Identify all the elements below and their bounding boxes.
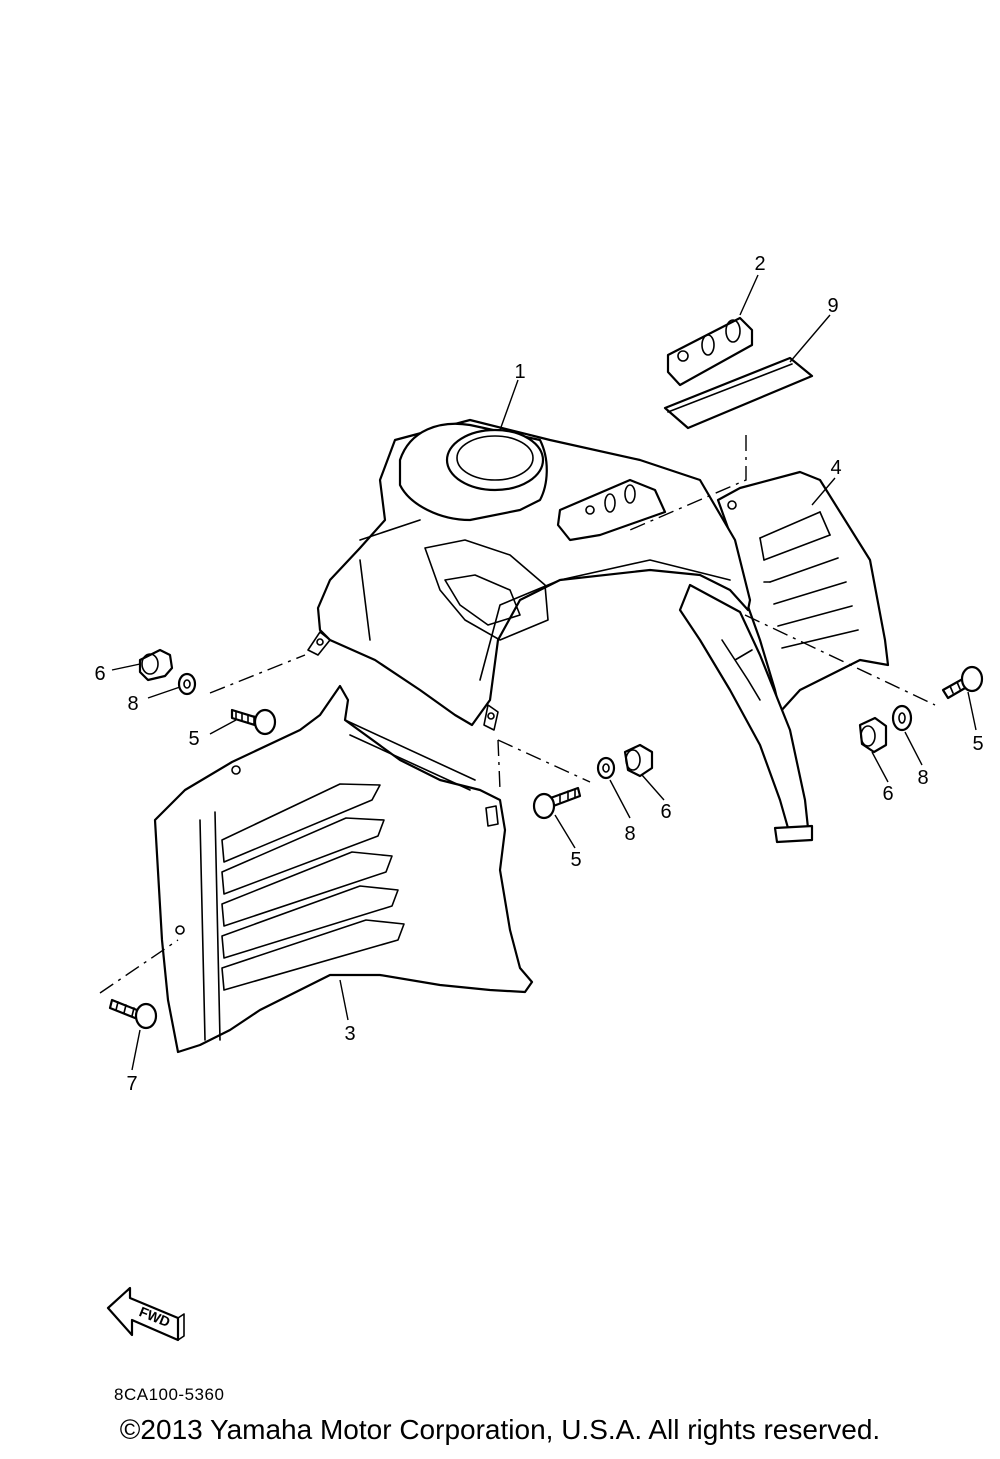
diagram-code: 8CA100-5360 xyxy=(114,1385,225,1404)
callout-5-left: 5 xyxy=(188,728,199,750)
callout-9: 9 xyxy=(827,295,838,317)
callout-6-left: 6 xyxy=(94,663,105,685)
part-1-main-cover xyxy=(307,418,752,731)
callout-1: 1 xyxy=(514,361,525,383)
hardware-bottom-left xyxy=(108,998,158,1030)
part-3-left-side-panel xyxy=(153,684,534,1054)
callout-labels: 1 2 9 4 3 6 8 5 5 8 6 6 8 5 7 xyxy=(94,253,983,1095)
callout-7: 7 xyxy=(126,1073,137,1095)
callout-3: 3 xyxy=(344,1023,355,1045)
callout-5-center: 5 xyxy=(570,849,581,871)
copyright-notice: ©2013 Yamaha Motor Corporation, U.S.A. A… xyxy=(119,1414,881,1445)
callout-8-center: 8 xyxy=(624,823,635,845)
callout-6-center: 6 xyxy=(660,801,671,823)
leader-lines xyxy=(111,274,977,1071)
part-2-gauge-plate xyxy=(666,316,754,387)
fwd-arrow-icon: FWD xyxy=(106,1286,185,1342)
callout-2: 2 xyxy=(754,253,765,275)
part-9-decal xyxy=(663,356,814,430)
callout-4: 4 xyxy=(830,457,841,479)
callout-5-right: 5 xyxy=(972,733,983,755)
callout-8-left: 8 xyxy=(127,693,138,715)
callout-6-right: 6 xyxy=(882,783,893,805)
assembly-lines xyxy=(99,435,936,994)
hardware-right xyxy=(858,665,984,754)
hardware-center xyxy=(532,743,654,820)
part-1-right-leg xyxy=(678,583,814,844)
callout-8-right: 8 xyxy=(917,767,928,789)
hardware-left xyxy=(138,648,277,736)
